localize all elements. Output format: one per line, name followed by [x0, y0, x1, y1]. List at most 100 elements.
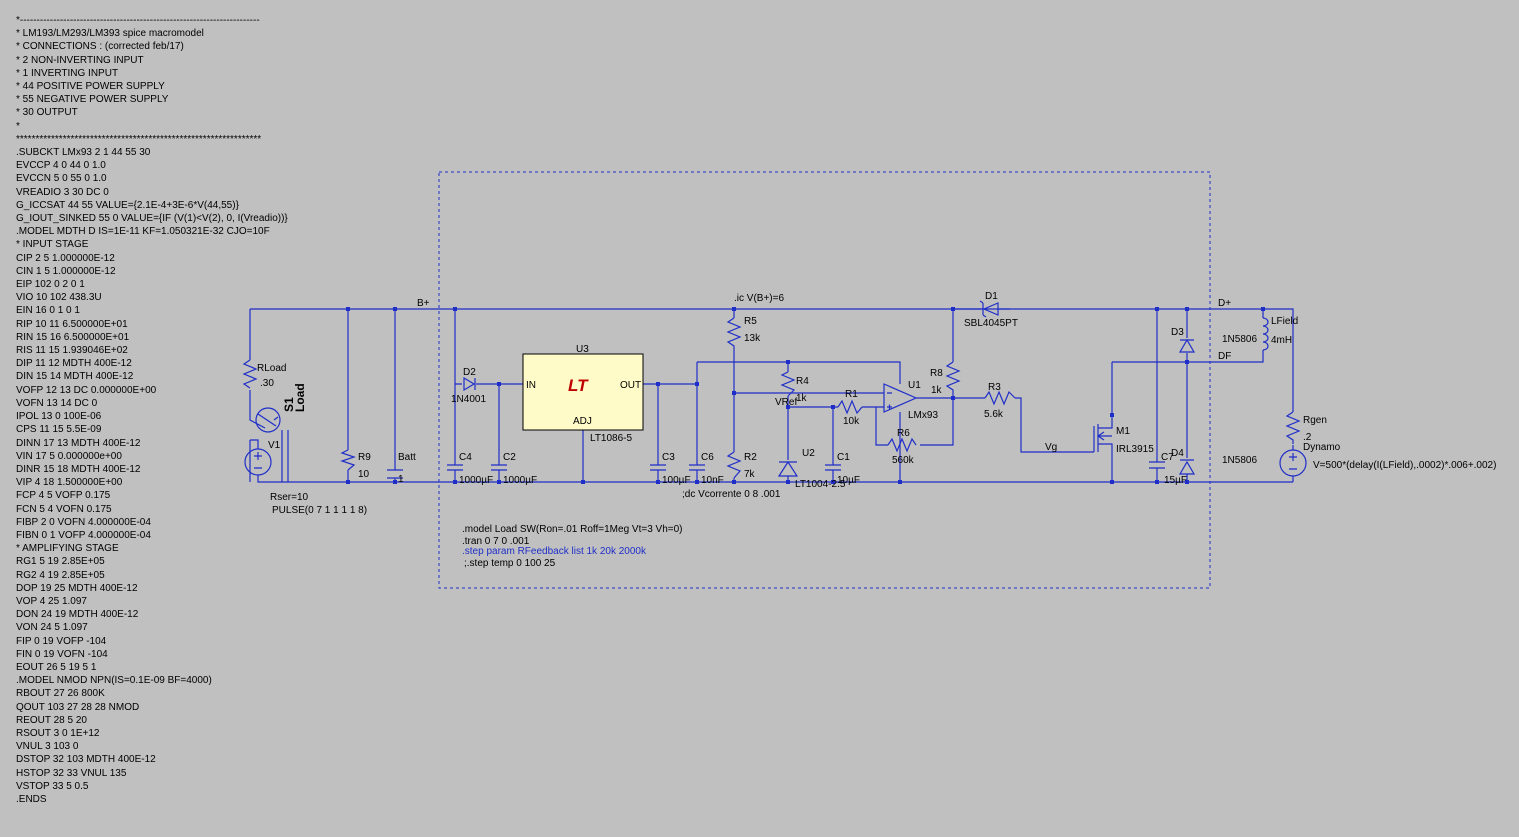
u3-pin-out: OUT [620, 380, 641, 391]
netlist-line: * 2 NON-INVERTING INPUT [16, 54, 144, 66]
netlist-line: VIO 10 102 438.3U [16, 292, 102, 304]
diode-d1[interactable] [979, 300, 999, 318]
netlist-line: G_ICCSAT 44 55 VALUE={2.1E-4+3E-6*V(44,5… [16, 199, 239, 211]
netlist-line: .MODEL MDTH D IS=1E-11 KF=1.050321E-32 C… [16, 226, 270, 238]
netlist-line: VIP 4 18 1.500000E+00 [16, 477, 123, 489]
c7-value: 15µF [1164, 475, 1187, 486]
c6-label: C6 [701, 452, 714, 463]
resistor-r3[interactable] [984, 390, 1016, 406]
r1-value: 10k [843, 416, 860, 427]
voltage-source-dynamo[interactable] [1279, 449, 1307, 477]
diode-d3[interactable] [1178, 338, 1196, 353]
r6-label: R6 [897, 428, 910, 439]
netlist-line: REOUT 28 5 20 [16, 714, 87, 726]
netlist-line: RIP 10 11 6.500000E+01 [16, 318, 128, 330]
directive-tran[interactable]: .tran 0 7 0 .001 [462, 536, 530, 547]
netlist-line: * 1 INVERTING INPUT [16, 67, 119, 79]
rload-label: RLoad [257, 363, 286, 374]
netlist-line: HSTOP 32 33 VNUL 135 [16, 767, 127, 779]
directive-step-temp[interactable]: ;.step temp 0 100 25 [464, 558, 556, 569]
dynamo-label: Dynamo [1303, 442, 1341, 453]
r3-label: R3 [988, 382, 1001, 393]
resistor-r8[interactable] [945, 361, 961, 394]
resistor-r5[interactable] [726, 317, 742, 350]
r4-label: R4 [796, 376, 809, 387]
resistor-r1[interactable] [837, 399, 863, 415]
mosfet-m1[interactable] [1093, 417, 1113, 452]
lfield-value: 4mH [1271, 335, 1292, 346]
netlist-line: FIBN 0 1 VOFP 4.000000E-04 [16, 529, 151, 541]
capacitor-c2[interactable] [491, 464, 507, 471]
netlist-line: EVCCP 4 0 44 0 1.0 [16, 160, 106, 172]
u3-pin-in: IN [526, 380, 536, 391]
opamp-u1[interactable] [883, 383, 918, 413]
voltage-source-v1[interactable] [244, 439, 288, 483]
netlist-line: .ENDS [16, 793, 47, 805]
netlist-line: VOP 4 25 1.097 [16, 595, 87, 607]
resistor-r6[interactable] [887, 437, 917, 453]
switch-s1[interactable] [255, 407, 281, 433]
net-label-dplus: D+ [1218, 298, 1231, 309]
netlist-line: VSTOP 33 5 0.5 [16, 780, 89, 792]
ic-directive: .ic V(B+)=6 [734, 293, 784, 304]
netlist-line: CIN 1 5 1.000000E-12 [16, 265, 116, 277]
d2-label: D2 [463, 367, 476, 378]
r4-value: 1k [796, 393, 808, 404]
resistor-r4[interactable] [780, 371, 796, 397]
resistor-r9[interactable] [340, 449, 356, 471]
regulator-u3[interactable] [522, 353, 644, 431]
rload-value: .30 [260, 378, 274, 389]
netlist-line: * CONNECTIONS : (corrected feb/17) [16, 41, 184, 53]
resistor-rload[interactable] [242, 359, 258, 389]
resistor-rgen[interactable] [1285, 411, 1301, 444]
netlist-line: VNUL 3 103 0 [16, 741, 79, 753]
c2-value: 1000µF [503, 475, 537, 486]
netlist-line: .MODEL NMOD NPN(IS=0.1E-09 BF=4000) [16, 675, 212, 687]
netlist-line: RSOUT 3 0 1E+12 [16, 727, 100, 739]
netlist-line: FIBP 2 0 VOFN 4.000000E-04 [16, 516, 151, 528]
m1-part: IRL3915 [1116, 444, 1154, 455]
c7-label: C7 [1161, 452, 1174, 463]
r9-label: R9 [358, 452, 371, 463]
netlist-line: EIP 102 0 2 0 1 [16, 279, 85, 291]
capacitor-c4[interactable] [447, 464, 463, 471]
net-label-df: DF [1218, 351, 1231, 362]
diode-d4[interactable] [1178, 459, 1196, 475]
netlist-line: EIN 16 0 1 0 1 [16, 305, 80, 317]
c6-value: 10nF [701, 475, 724, 486]
netlist-line: VIN 17 5 0.000000e+00 [16, 450, 122, 462]
reference-u2[interactable] [777, 460, 799, 477]
netlist-line: VOFN 13 14 DC 0 [16, 397, 98, 409]
netlist-line: DON 24 19 MDTH 400E-12 [16, 609, 139, 621]
netlist-line: VOFP 12 13 DC 0.000000E+00 [16, 384, 157, 396]
netlist-line: * 30 OUTPUT [16, 107, 78, 119]
capacitor-c6[interactable] [689, 464, 705, 471]
netlist-line: RIN 15 16 6.500000E+01 [16, 331, 130, 343]
netlist-line: RG2 4 19 2.85E+05 [16, 569, 105, 581]
u2-label: U2 [802, 448, 815, 459]
netlist-line: * 55 NEGATIVE POWER SUPPLY [16, 94, 169, 106]
resistor-r2[interactable] [726, 451, 742, 479]
capacitor-c7[interactable] [1149, 461, 1165, 469]
directive-step-param[interactable]: .step param RFeedback list 1k 20k 2000k [462, 546, 647, 557]
capacitor-c1[interactable] [825, 464, 841, 471]
u1-part: LMx93 [908, 410, 938, 421]
r8-value: 1k [931, 385, 943, 396]
r3-value: 5.6k [984, 409, 1004, 420]
directive-model[interactable]: .model Load SW(Ron=.01 Roff=1Meg Vt=3 Vh… [462, 524, 683, 535]
netlist-line: CPS 11 15 5.5E-09 [16, 424, 102, 436]
r2-label: R2 [744, 452, 757, 463]
dc-vcorrente-directive: ;dc Vcorrente 0 8 .001 [682, 489, 781, 500]
u3-part: LT1086-5 [590, 433, 633, 444]
capacitor-c3[interactable] [650, 464, 666, 471]
netlist-line: DIN 15 14 MDTH 400E-12 [16, 371, 134, 383]
r5-value: 13k [744, 333, 761, 344]
battery-batt[interactable] [387, 469, 403, 479]
netlist-line: RIS 11 15 1.939046E+02 [16, 345, 128, 357]
diode-d2[interactable] [463, 376, 476, 392]
d4-part: 1N5806 [1222, 455, 1257, 466]
inductor-lfield[interactable] [1262, 317, 1269, 351]
u3-label: U3 [576, 344, 589, 355]
c1-label: C1 [837, 452, 850, 463]
